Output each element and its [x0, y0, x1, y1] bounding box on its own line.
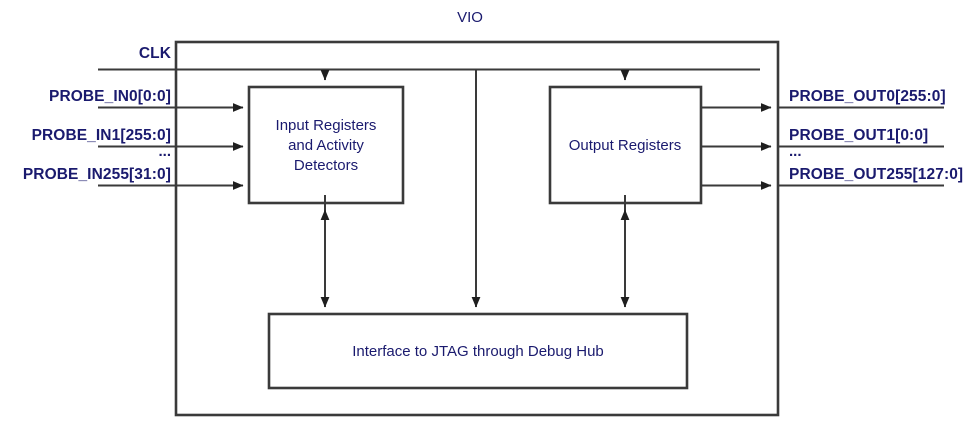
vio-title-label: VIO — [457, 9, 483, 26]
input-registers-label-line1: Input Registers — [276, 117, 377, 134]
clk-label: CLK — [139, 45, 172, 62]
probe-out0-label: PROBE_OUT0[255:0] — [789, 88, 946, 105]
probe-out1-label: PROBE_OUT1[0:0] — [789, 127, 928, 144]
output-registers-block — [548, 85, 703, 205]
probe-in255-label: PROBE_IN255[31:0] — [23, 166, 171, 183]
input-registers-label-line2: and Activity — [288, 137, 364, 154]
probe-in1-label: PROBE_IN1[255:0] — [32, 127, 171, 144]
probe-in0-label: PROBE_IN0[0:0] — [49, 88, 171, 105]
probe-out-ellipsis: ... — [789, 143, 802, 160]
jtag-interface-label: Interface to JTAG through Debug Hub — [352, 343, 604, 360]
output-registers-label: Output Registers — [569, 137, 682, 154]
probe-out255-label: PROBE_OUT255[127:0] — [789, 166, 963, 183]
probe-in-ellipsis: ... — [158, 143, 171, 160]
input-registers-label-line3: Detectors — [294, 157, 358, 174]
jtag-interface-block — [267, 312, 689, 390]
